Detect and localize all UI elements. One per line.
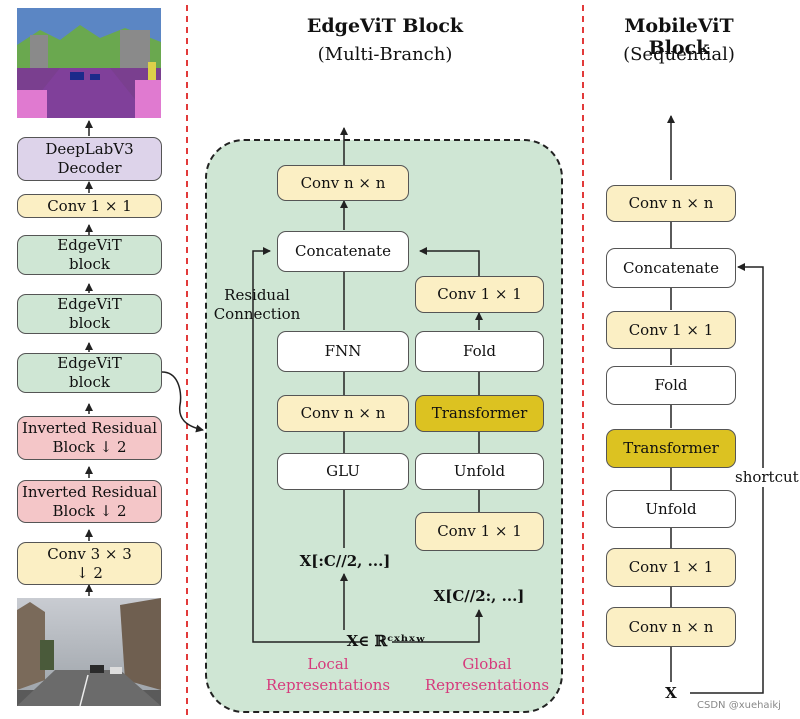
pipeline-edgevit-block-2: EdgeViT block [17, 294, 162, 334]
edgevit-input-x: X∈ ℝᶜˣʰˣʷ [346, 632, 426, 650]
pipeline-block-label: Inverted Residual Block ↓ 2 [21, 419, 158, 456]
mobilevit-unfold: Unfold [606, 490, 736, 528]
pipeline-edgevit-block-1: EdgeViT block [17, 353, 162, 393]
edgevit-glu: GLU [277, 453, 409, 490]
edgevit-fold: Fold [415, 331, 544, 372]
pipeline-conv-3x3: Conv 3 × 3 ↓ 2 [17, 542, 162, 585]
edgevit-conv-1x1-bottom: Conv 1 × 1 [415, 512, 544, 551]
shortcut-label: shortcut [733, 468, 800, 487]
edgevit-conv-1x1-top: Conv 1 × 1 [415, 276, 544, 313]
segmentation-image [17, 8, 161, 118]
mobilevit-transformer: Transformer [606, 429, 736, 468]
mobilevit-conv-1x1-top: Conv 1 × 1 [606, 311, 736, 349]
pipeline-block-label: EdgeViT block [57, 236, 122, 273]
edgevit-arrows [252, 127, 483, 643]
pipeline-block-label: EdgeViT block [57, 295, 122, 332]
pipeline-edgevit-block-3: EdgeViT block [17, 235, 162, 275]
pipeline-block-label: EdgeViT block [57, 354, 122, 391]
mobilevit-title: MobileViT Block [624, 15, 734, 59]
input-street-photo [17, 598, 161, 707]
pipeline-block-label: Inverted Residual Block ↓ 2 [21, 482, 158, 520]
mobilevit-conv-1x1-bottom: Conv 1 × 1 [606, 548, 736, 587]
mobilevit-subtitle: (Sequential) [623, 44, 735, 65]
local-input-slice: X[:C//2, ...] [299, 552, 391, 570]
edgevit-transformer: Transformer [415, 395, 544, 432]
global-input-slice: X[C//2:, ...] [433, 587, 525, 605]
global-representations-label: Global Representations [424, 655, 550, 694]
local-representations-label: Local Representations [265, 655, 391, 694]
edgevit-conv-nxn-top: Conv n × n [277, 165, 409, 201]
mobilevit-concatenate: Concatenate [606, 248, 736, 288]
edgevit-subtitle: (Multi-Branch) [317, 44, 453, 65]
edgevit-fnn: FNN [277, 331, 409, 372]
mobilevit-input-x: X [665, 684, 677, 702]
pipeline-block-label: Conv 1 × 1 [47, 196, 132, 215]
edgevit-conv-nxn-local: Conv n × n [277, 395, 409, 432]
mobilevit-conv-nxn-bottom: Conv n × n [606, 607, 736, 647]
mobilevit-fold: Fold [606, 366, 736, 405]
pipeline-deeplabv3-decoder: DeepLabV3 Decoder [17, 137, 162, 181]
pipeline-block-label: Conv 3 × 3 ↓ 2 [47, 544, 132, 582]
edgevit-concatenate: Concatenate [277, 231, 409, 272]
residual-connection-label: Residual Connection [213, 286, 301, 323]
pipeline-arrows [85, 120, 204, 596]
pipeline-conv-1x1: Conv 1 × 1 [17, 194, 162, 218]
edgevit-title: EdgeViT Block [306, 15, 464, 37]
pipeline-inverted-residual-2: Inverted Residual Block ↓ 2 [17, 416, 162, 460]
pipeline-inverted-residual-1: Inverted Residual Block ↓ 2 [17, 480, 162, 523]
watermark: CSDN @xuehaikj [697, 700, 781, 711]
mobilevit-conv-nxn-top: Conv n × n [606, 185, 736, 222]
edgevit-unfold: Unfold [415, 453, 544, 490]
pipeline-block-label: DeepLabV3 Decoder [45, 140, 134, 177]
